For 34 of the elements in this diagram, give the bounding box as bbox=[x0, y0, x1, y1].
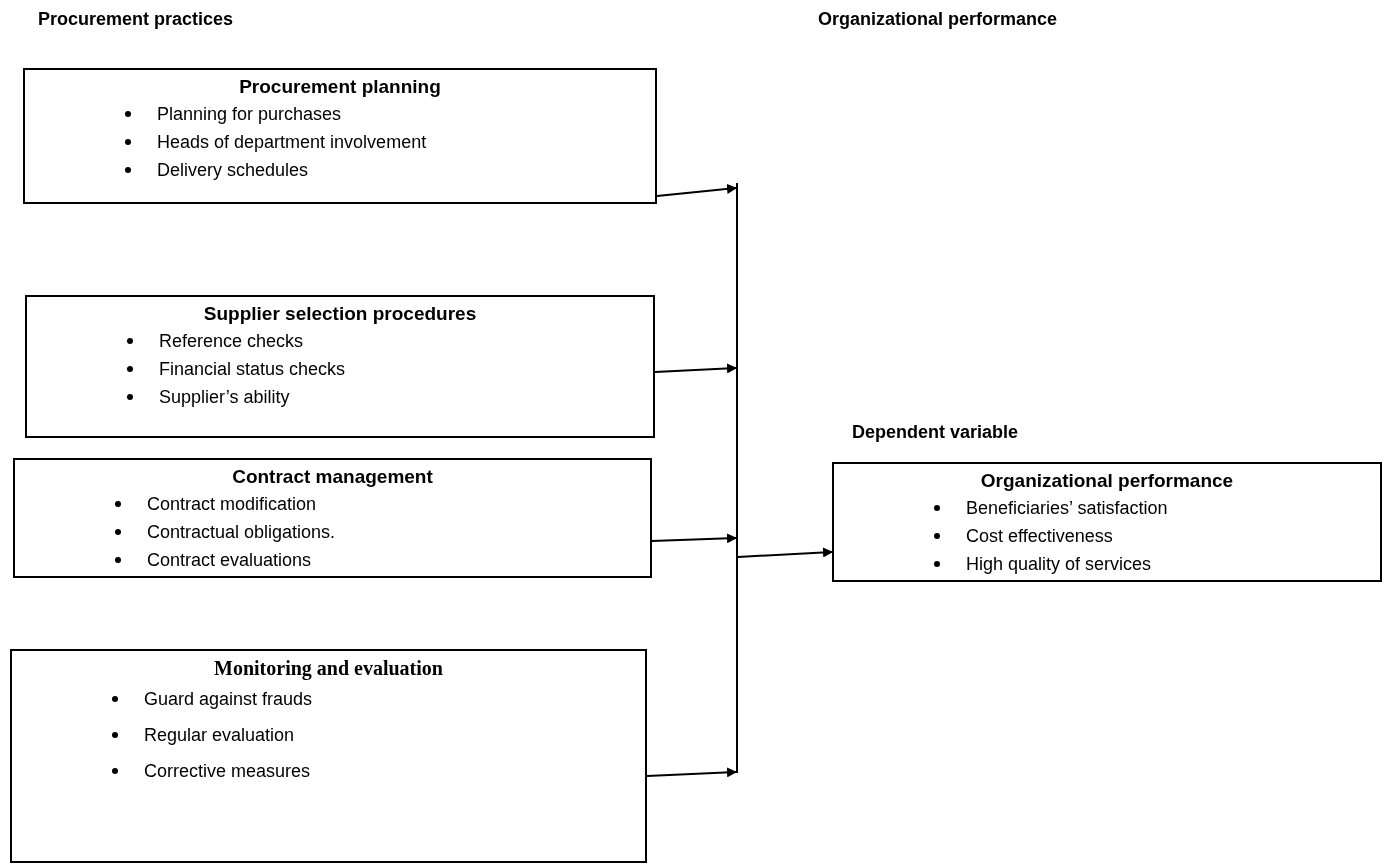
variable-box bbox=[23, 68, 657, 204]
bullet-item: Contract evaluations bbox=[147, 549, 312, 572]
variable-box bbox=[25, 295, 655, 438]
bullet-item: Contract modification bbox=[147, 493, 317, 516]
bullet-item: Corrective measures bbox=[144, 760, 311, 783]
variable-box bbox=[13, 458, 652, 578]
bullet-item: Guard against frauds bbox=[144, 688, 313, 711]
bullet-item: Heads of department involvement bbox=[157, 131, 427, 154]
variable-box bbox=[10, 649, 647, 863]
bullet-item: Financial status checks bbox=[159, 358, 346, 381]
box-heading: Supplier selection procedures bbox=[202, 302, 478, 326]
box-heading: Organizational performance bbox=[979, 469, 1235, 493]
section-heading: Organizational performance bbox=[818, 8, 1058, 31]
arrow bbox=[654, 363, 737, 374]
bullet-item: Cost effectiveness bbox=[966, 525, 1113, 548]
bullet-item: Regular evaluation bbox=[144, 724, 295, 747]
arrow bbox=[651, 533, 737, 544]
box-heading: Procurement planning bbox=[238, 75, 442, 99]
arrow bbox=[656, 183, 737, 197]
section-heading: Dependent variable bbox=[852, 421, 1019, 444]
bullet-item: Contractual obligations. bbox=[147, 521, 336, 544]
bullet-item: Planning for purchases bbox=[157, 103, 342, 126]
bullet-item: Beneficiaries’ satisfaction bbox=[966, 497, 1168, 520]
bullet-item: Reference checks bbox=[159, 330, 304, 353]
bullet-item: Delivery schedules bbox=[157, 159, 309, 182]
variable-box bbox=[832, 462, 1382, 582]
bullet-item: Supplier’s ability bbox=[159, 386, 290, 409]
box-heading: Monitoring and evaluation bbox=[213, 656, 444, 681]
section-heading: Procurement practices bbox=[38, 8, 234, 31]
arrow bbox=[646, 767, 737, 778]
box-heading: Contract management bbox=[231, 465, 434, 489]
connector-bar bbox=[736, 183, 738, 773]
bullet-item: High quality of services bbox=[966, 553, 1152, 576]
arrow bbox=[737, 547, 833, 558]
